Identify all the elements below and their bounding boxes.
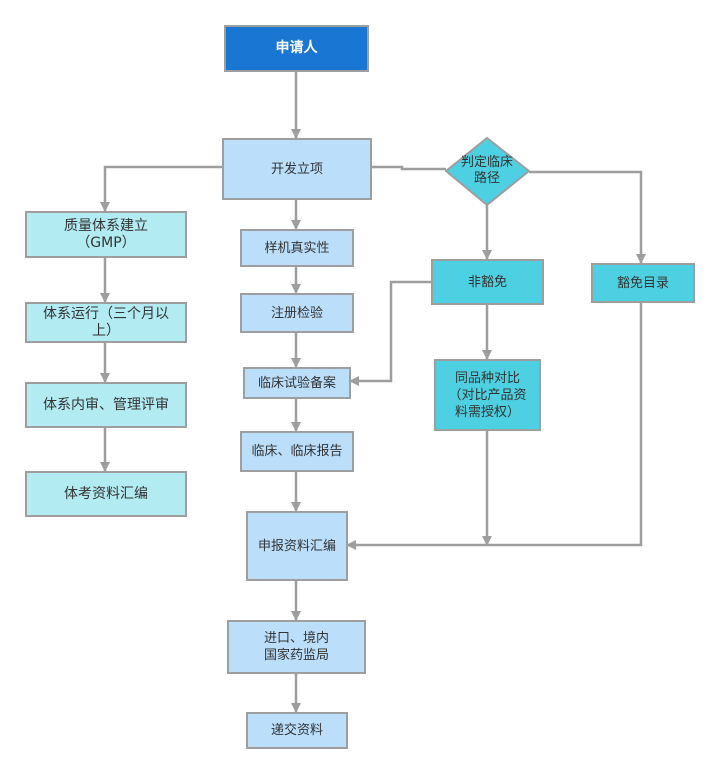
node-qms-docs: 体考资料汇编 (25, 471, 187, 517)
node-equivalence-line-3: 料需授权） (454, 404, 520, 420)
node-qms-audit: 体系内审、管理评审 (25, 382, 187, 428)
node-submission-docs-label: 申报资料汇编 (257, 538, 336, 554)
node-applicant-label: 申请人 (275, 40, 318, 56)
node-applicant: 申请人 (224, 25, 369, 72)
node-prototype-label: 样机真实性 (264, 240, 330, 256)
node-nmpa-line-2: 国家药监局 (263, 648, 329, 663)
node-clinical-report: 临床、临床报告 (240, 431, 354, 472)
node-qms-audit-label: 体系内审、管理评审 (43, 396, 169, 413)
node-registration-test-label: 注册检验 (270, 305, 323, 321)
node-clinical-filing-label: 临床试验备案 (257, 375, 336, 391)
node-equivalence-line-2: （对比产品资 (448, 387, 527, 403)
node-qms-run: 体系运行（三个月以 上） (25, 302, 187, 343)
decision-label-line-2: 路径 (473, 171, 500, 186)
node-development-label: 开发立项 (270, 161, 323, 177)
node-clinical-filing: 临床试验备案 (243, 367, 351, 399)
node-qms-run-line-2: 上） (92, 322, 120, 339)
node-registration-test: 注册检验 (240, 293, 354, 333)
node-qms-docs-label: 体考资料汇编 (64, 485, 148, 502)
node-exempt-list: 豁免目录 (591, 263, 695, 303)
node-equivalence-line-1: 同品种对比 (454, 370, 520, 386)
node-development: 开发立项 (222, 138, 372, 200)
node-equivalence: 同品种对比 （对比产品资 料需授权） (434, 359, 541, 431)
edge-development-qms-setup (100, 165, 222, 212)
decision-label-line-1: 判定临床 (460, 155, 513, 170)
node-qms-run-line-1: 体系运行（三个月以 (43, 305, 169, 322)
node-non-exempt: 非豁免 (431, 259, 544, 305)
node-submit-label: 递交资料 (270, 723, 323, 738)
node-submission-docs: 申报资料汇编 (246, 511, 348, 581)
node-qms-setup-line-2: （GMP） (76, 234, 136, 251)
node-prototype: 样机真实性 (240, 229, 354, 267)
node-qms-setup-line-1: 质量体系建立 (64, 217, 148, 234)
decision-label: 判定临床 路径 (449, 155, 525, 187)
edge-development-decision (371, 165, 446, 171)
node-nmpa-line-1: 进口、境内 (263, 631, 329, 646)
node-nmpa: 进口、境内 国家药监局 (227, 620, 366, 674)
node-clinical-report-label: 临床、临床报告 (251, 444, 343, 459)
node-non-exempt-label: 非豁免 (467, 274, 507, 290)
node-exempt-list-label: 豁免目录 (616, 275, 669, 291)
decision-diamond (444, 136, 531, 207)
node-submit: 递交资料 (246, 712, 348, 749)
edge-exempt-list-submission (346, 302, 643, 550)
edge-non-exempt-clinical-filing (349, 280, 431, 386)
node-qms-setup: 质量体系建立 （GMP） (25, 211, 187, 258)
edge-decision-exempt-list (529, 170, 646, 264)
